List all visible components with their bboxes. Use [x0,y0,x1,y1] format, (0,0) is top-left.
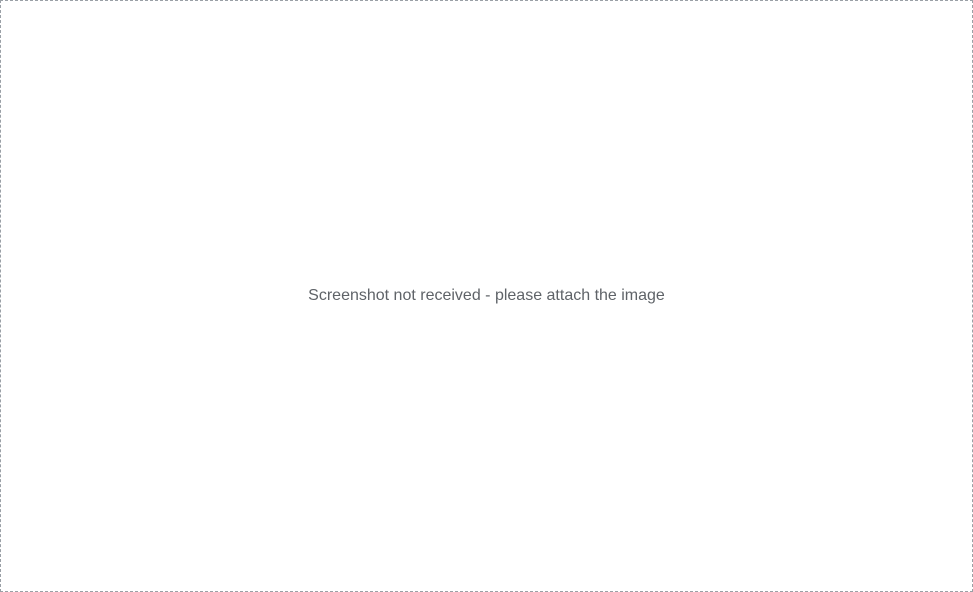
placeholder-message: Screenshot not received - please attach … [308,287,665,304]
